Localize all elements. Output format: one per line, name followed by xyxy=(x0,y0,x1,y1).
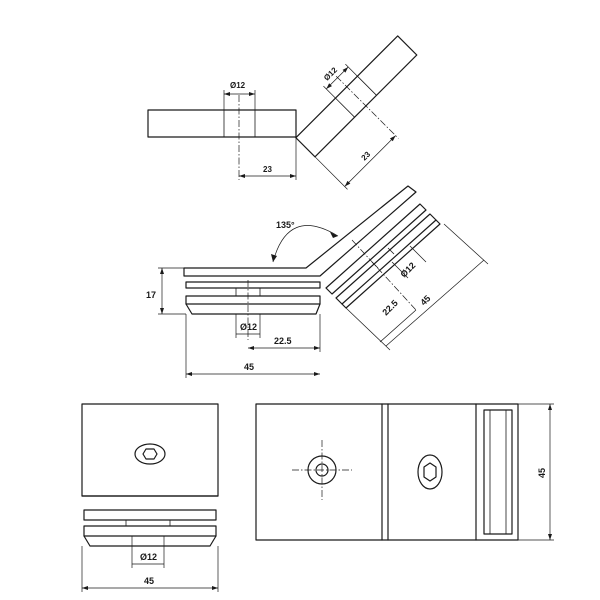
ext-line xyxy=(323,85,336,99)
front-body xyxy=(81,403,219,497)
arrowhead xyxy=(342,67,349,73)
hinge-front-view: Ø12 45 xyxy=(81,403,219,592)
dim-45-front-label: 45 xyxy=(144,576,154,586)
screw-line xyxy=(387,247,395,255)
dim-22-5-label: 22.5 xyxy=(274,336,292,346)
arrowhead xyxy=(239,174,245,178)
dia-label-front: Ø12 xyxy=(140,552,157,562)
arrowhead xyxy=(389,135,396,142)
arrowhead xyxy=(314,346,320,350)
arrowhead xyxy=(224,92,230,96)
arrowhead xyxy=(248,346,254,350)
ext-line xyxy=(443,223,489,265)
hinge-base-bevel xyxy=(185,303,321,315)
arrowhead xyxy=(186,372,192,376)
hinge-lower-body xyxy=(185,281,321,289)
arrowhead xyxy=(330,232,338,238)
angle-arc xyxy=(272,225,339,263)
dia-label-angled: Ø12 xyxy=(322,65,339,82)
hinge-angled-bevel xyxy=(341,219,441,309)
ext-line xyxy=(345,63,358,77)
hinge-angled-clamp xyxy=(335,213,437,305)
arrowhead xyxy=(326,83,332,89)
flat-plate-view: Ø12 23 xyxy=(147,81,297,180)
hinge-top-view: 45 xyxy=(255,403,554,541)
front-bevel xyxy=(83,535,217,547)
dim-23-label: 23 xyxy=(263,165,272,174)
hole-edge xyxy=(357,75,377,96)
ext-line xyxy=(391,261,409,279)
arrowhead xyxy=(548,404,552,410)
angled-plate-view: Ø12 23 xyxy=(295,35,418,190)
angle-135-label: 135° xyxy=(276,220,295,230)
mounting-hole xyxy=(307,455,337,485)
ext-line xyxy=(409,245,427,263)
dia-label-side: Ø12 xyxy=(240,322,257,332)
dim-line xyxy=(344,135,396,187)
clamp-plate-lower xyxy=(83,525,217,537)
hole-edge xyxy=(335,97,355,118)
arrowhead xyxy=(212,586,218,590)
centerline xyxy=(351,239,417,311)
dim-45-label: 45 xyxy=(244,362,254,372)
screw-head-top xyxy=(417,454,443,490)
arrowhead xyxy=(160,308,164,314)
hex-socket-top-icon xyxy=(423,462,437,482)
dim-22-5-angled-label: 22.5 xyxy=(380,298,399,317)
hinge-angled-arm xyxy=(325,203,427,295)
arrowhead xyxy=(548,534,552,540)
top-view-outline xyxy=(255,403,519,541)
clamp-slot xyxy=(483,409,513,535)
hex-socket-icon xyxy=(142,448,158,460)
arrowhead xyxy=(82,586,88,590)
dim-45-vertical-label: 45 xyxy=(537,468,547,478)
dia-label-angled-arm: Ø12 xyxy=(398,260,417,279)
arrowhead xyxy=(344,180,351,187)
angled-centerline xyxy=(335,75,399,139)
screw-head-front xyxy=(134,443,166,465)
arrowhead xyxy=(290,174,296,178)
arrowhead xyxy=(314,372,320,376)
mounting-hole-inner xyxy=(315,463,329,477)
dim-line xyxy=(385,259,485,347)
dia-label-top: Ø12 xyxy=(230,81,246,90)
flat-plate-outline xyxy=(147,109,297,138)
hinge-top-plate xyxy=(183,185,417,277)
arrowhead xyxy=(271,254,277,262)
hinge-side-view: 135° 17 Ø12 22.5 45 45 22.5 xyxy=(146,185,489,378)
dim-line xyxy=(379,309,417,343)
ext-line xyxy=(314,156,348,190)
dim-17-label: 17 xyxy=(146,290,156,300)
arrowhead xyxy=(249,92,255,96)
hinge-base-plate xyxy=(185,295,321,305)
arrowhead xyxy=(160,268,164,274)
ext-line xyxy=(345,307,391,351)
clamp-plate-upper xyxy=(83,509,217,521)
dim-45-angled-label: 45 xyxy=(418,293,432,307)
